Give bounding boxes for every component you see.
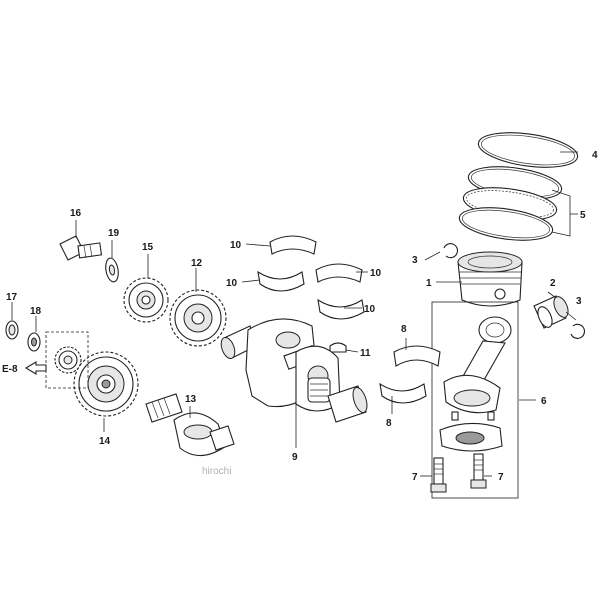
crankshaft: [220, 318, 368, 423]
leader-lines: [11, 151, 578, 477]
watermark: hirochi: [202, 466, 231, 477]
callout-10-d: 10: [364, 304, 376, 315]
callout-10-a: 10: [230, 240, 242, 251]
callout-10-c: 10: [370, 268, 382, 279]
callout-13: 13: [185, 394, 197, 405]
con-rod-bolt-right: [470, 453, 487, 489]
callout-1: 1: [426, 278, 432, 289]
callout-8-lower: 8: [386, 418, 392, 429]
callout-7-right: 7: [498, 472, 504, 483]
piston: [457, 251, 523, 307]
gear-washer: [105, 257, 119, 283]
piston-pin: [533, 295, 569, 329]
main-bearing-3: [315, 263, 363, 283]
timing-gear-group: [45, 331, 89, 389]
callout-14: 14: [99, 436, 111, 447]
con-rod-bearing-upper: [393, 345, 441, 367]
callout-16: 16: [70, 208, 82, 219]
callout-9: 9: [292, 452, 298, 463]
piston-pin-clip-right: [570, 323, 586, 339]
primary-drive-gear: [73, 351, 139, 417]
piston-pin-clip-left: [443, 243, 459, 259]
callout-17: 17: [6, 292, 18, 303]
woodruff-key: [329, 342, 347, 353]
crankshaft-gear: [169, 289, 227, 347]
con-rod-bolt-left: [430, 457, 447, 493]
connecting-rod: [431, 301, 519, 499]
callout-4: 4: [592, 150, 598, 161]
main-bearing-1: [269, 235, 317, 255]
callout-15: 15: [142, 242, 154, 253]
piston-ring-set: [458, 166, 563, 241]
thrust-washer: [27, 332, 41, 352]
callout-7-left: 7: [412, 472, 418, 483]
oil-seal: [5, 320, 19, 340]
balancer-shaft: [145, 393, 235, 457]
reference-arrow[interactable]: E-8: [2, 361, 47, 375]
balancer-drive-gear: [123, 277, 169, 323]
callout-19: 19: [108, 228, 120, 239]
callout-3-left: 3: [412, 255, 418, 266]
callout-6: 6: [541, 396, 547, 407]
main-bearing-4: [317, 298, 365, 320]
callout-8-upper: 8: [401, 324, 407, 335]
callout-10-b: 10: [226, 278, 238, 289]
con-rod-bearing-lower: [379, 382, 427, 404]
callout-12: 12: [191, 258, 203, 269]
reference-label: E-8: [2, 364, 18, 375]
callout-3-right: 3: [576, 296, 582, 307]
callout-11: 11: [360, 348, 371, 359]
gear-bolt: [59, 235, 103, 261]
callout-18: 18: [30, 306, 42, 317]
callout-2: 2: [550, 278, 556, 289]
callout-5: 5: [580, 210, 586, 221]
piston-ring-top: [477, 132, 579, 168]
main-bearing-2: [257, 270, 305, 292]
